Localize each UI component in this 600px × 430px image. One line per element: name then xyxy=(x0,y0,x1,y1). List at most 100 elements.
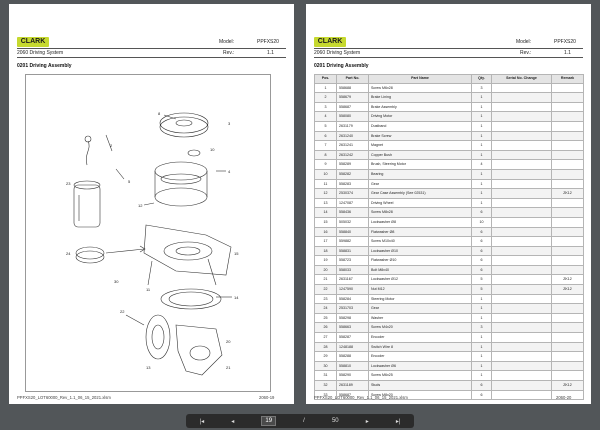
cell-qty: 6 xyxy=(471,245,492,257)
cell-serial-change xyxy=(491,92,552,103)
chevron-left-icon[interactable]: ◂ xyxy=(231,418,235,425)
cell-pos: 21 xyxy=(314,274,337,286)
cell-qty: 1 xyxy=(471,188,492,199)
cell-serial-change xyxy=(491,159,552,170)
col-header-serial-change: Serial No. Change xyxy=(491,74,552,84)
cell-pos: 30 xyxy=(314,360,337,372)
col-header-pos: Pos. xyxy=(314,74,337,84)
cell-qty: 1 xyxy=(471,178,492,190)
cell-qty: 5 xyxy=(471,274,492,286)
cell-remark xyxy=(551,360,584,372)
svg-text:14: 14 xyxy=(234,295,239,300)
svg-text:22: 22 xyxy=(120,309,125,314)
footer-page-number: 2060-19 xyxy=(259,395,275,400)
footer-page-number: 2060-20 xyxy=(556,395,572,400)
cell-part-name: Screw M10x40 xyxy=(368,236,472,247)
cell-part-no: 558282 xyxy=(336,168,369,180)
cell-pos: 20 xyxy=(314,264,337,276)
cell-qty: 1 xyxy=(471,111,492,122)
cell-pos: 25 xyxy=(314,312,337,324)
cell-remark xyxy=(551,293,584,305)
cell-remark xyxy=(551,245,584,257)
cell-remark xyxy=(551,140,584,151)
gear-ring-part xyxy=(160,288,222,310)
cell-serial-change xyxy=(491,360,552,372)
cell-remark xyxy=(551,178,584,190)
cell-qty: 6 xyxy=(471,236,492,247)
cell-part-name: Gear Case Assembly (See 02531) xyxy=(368,188,472,199)
svg-text:13: 13 xyxy=(146,365,151,370)
svg-text:5: 5 xyxy=(128,179,131,184)
cell-part-name: Screw M6x28 xyxy=(368,82,472,94)
rev-value: 1.1 xyxy=(564,50,571,56)
cell-pos: 14 xyxy=(314,207,337,218)
first-page-icon[interactable]: |◂ xyxy=(199,418,205,425)
svg-text:23: 23 xyxy=(66,181,71,186)
cell-serial-change xyxy=(491,332,552,343)
cell-serial-change xyxy=(491,293,552,305)
cell-qty: 4 xyxy=(471,159,492,170)
cell-serial-change xyxy=(491,140,552,151)
total-pages: 50 xyxy=(331,418,339,424)
cell-remark xyxy=(551,264,584,276)
current-page-input[interactable]: 19 xyxy=(261,416,277,426)
cell-part-name: Studs xyxy=(368,380,472,391)
cell-part-name: Screw M6x25 xyxy=(368,370,472,381)
wheel-hub-part xyxy=(175,324,223,376)
cell-pos: 19 xyxy=(314,255,337,266)
page-navigation-toolbar: |◂ ◂ 19 / 50 ▸ ▸| xyxy=(186,414,414,428)
cell-pos: 32 xyxy=(314,380,337,391)
cell-qty: 1 xyxy=(471,168,492,180)
cell-part-name: Screw M8x28 xyxy=(368,207,472,218)
gear-case-part xyxy=(143,224,232,276)
cell-qty: 5 xyxy=(471,284,492,295)
cell-serial-change xyxy=(491,236,552,247)
last-page-icon[interactable]: ▸| xyxy=(395,418,401,425)
cell-serial-change xyxy=(491,130,552,142)
cell-serial-change xyxy=(491,111,552,122)
cell-remark xyxy=(551,101,584,113)
svg-text:3: 3 xyxy=(228,121,231,126)
cell-serial-change xyxy=(491,351,552,362)
cell-qty: 1 xyxy=(471,120,492,132)
cell-part-no: 559882 xyxy=(336,236,369,247)
chevron-right-icon[interactable]: ▸ xyxy=(365,418,369,425)
svg-text:15: 15 xyxy=(234,251,239,256)
cell-part-no: 558298 xyxy=(336,312,369,324)
model-label: Model: xyxy=(516,39,532,45)
cell-remark xyxy=(551,255,584,266)
cell-remark xyxy=(551,120,584,132)
cell-serial-change xyxy=(491,168,552,180)
cell-pos: 22 xyxy=(314,284,337,295)
cell-remark xyxy=(551,389,584,401)
page-separator: / xyxy=(303,418,305,424)
cell-serial-change xyxy=(491,255,552,266)
cell-part-no: 558831 xyxy=(336,245,369,257)
cell-part-no: 558290 xyxy=(336,370,369,381)
cell-serial-change xyxy=(491,120,552,132)
cell-qty: 1 xyxy=(471,351,492,362)
cell-serial-change xyxy=(491,188,552,199)
svg-text:2: 2 xyxy=(110,143,113,148)
cell-serial-change xyxy=(491,264,552,276)
cell-part-no: 2631167 xyxy=(336,274,369,286)
cell-serial-change xyxy=(491,197,552,209)
cell-serial-change xyxy=(491,274,552,286)
cell-serial-change xyxy=(491,284,552,295)
cell-part-no: 558436 xyxy=(336,207,369,218)
cell-pos: 13 xyxy=(314,197,337,209)
subsection-title: 0201 Driving Assembly xyxy=(314,63,369,69)
cell-part-name: Lockwasher Ø8 xyxy=(368,216,472,228)
